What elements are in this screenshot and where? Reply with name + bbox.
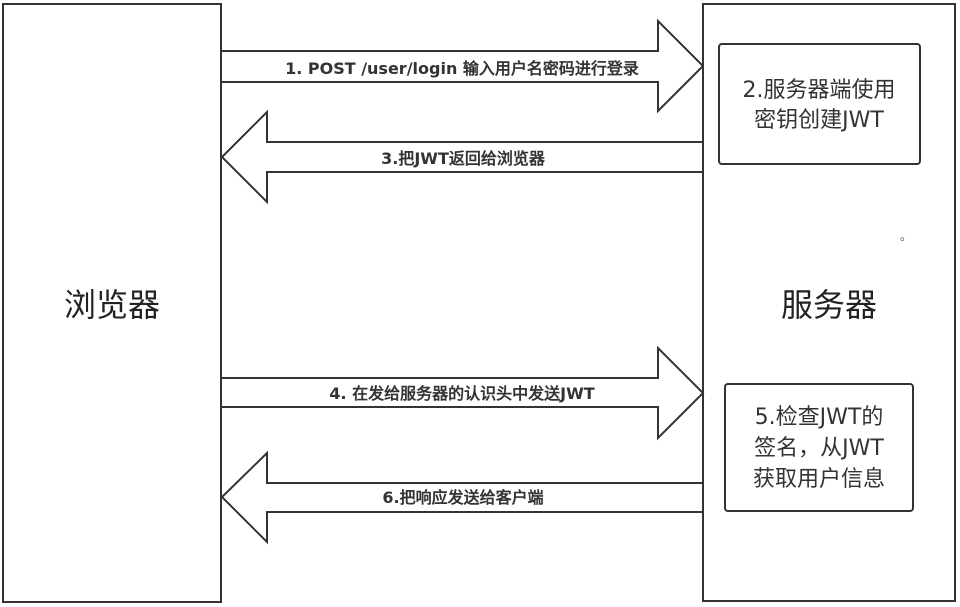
step2-line-1: 2.服务器端使用	[743, 78, 896, 103]
arrow-6-label: 6.把响应发送给客户端	[382, 488, 543, 507]
arrow-1-label: 1. POST /user/login 输入用户名密码进行登录	[285, 59, 639, 78]
arrow-step-3	[220, 109, 704, 205]
server-dot: 。	[900, 229, 912, 243]
arrow-4-label: 4. 在发给服务器的认识头中发送JWT	[329, 384, 594, 403]
server-label: 服务器	[781, 286, 877, 324]
step5-line-2: 签名，从JWT	[754, 436, 884, 461]
arrow-step-6	[220, 450, 704, 545]
browser-label: 浏览器	[64, 286, 160, 324]
arrow-step-1	[220, 18, 705, 114]
step5-line-3: 获取用户信息	[753, 467, 885, 492]
step5-box	[724, 383, 914, 512]
arrow-step-4	[220, 345, 705, 441]
browser-box	[2, 3, 222, 603]
step2-line-2: 密钥创建JWT	[754, 108, 884, 133]
step2-box	[718, 43, 921, 165]
step5-line-1: 5.检查JWT的	[755, 405, 884, 430]
arrow-3-label: 3.把JWT返回给浏览器	[381, 149, 546, 168]
